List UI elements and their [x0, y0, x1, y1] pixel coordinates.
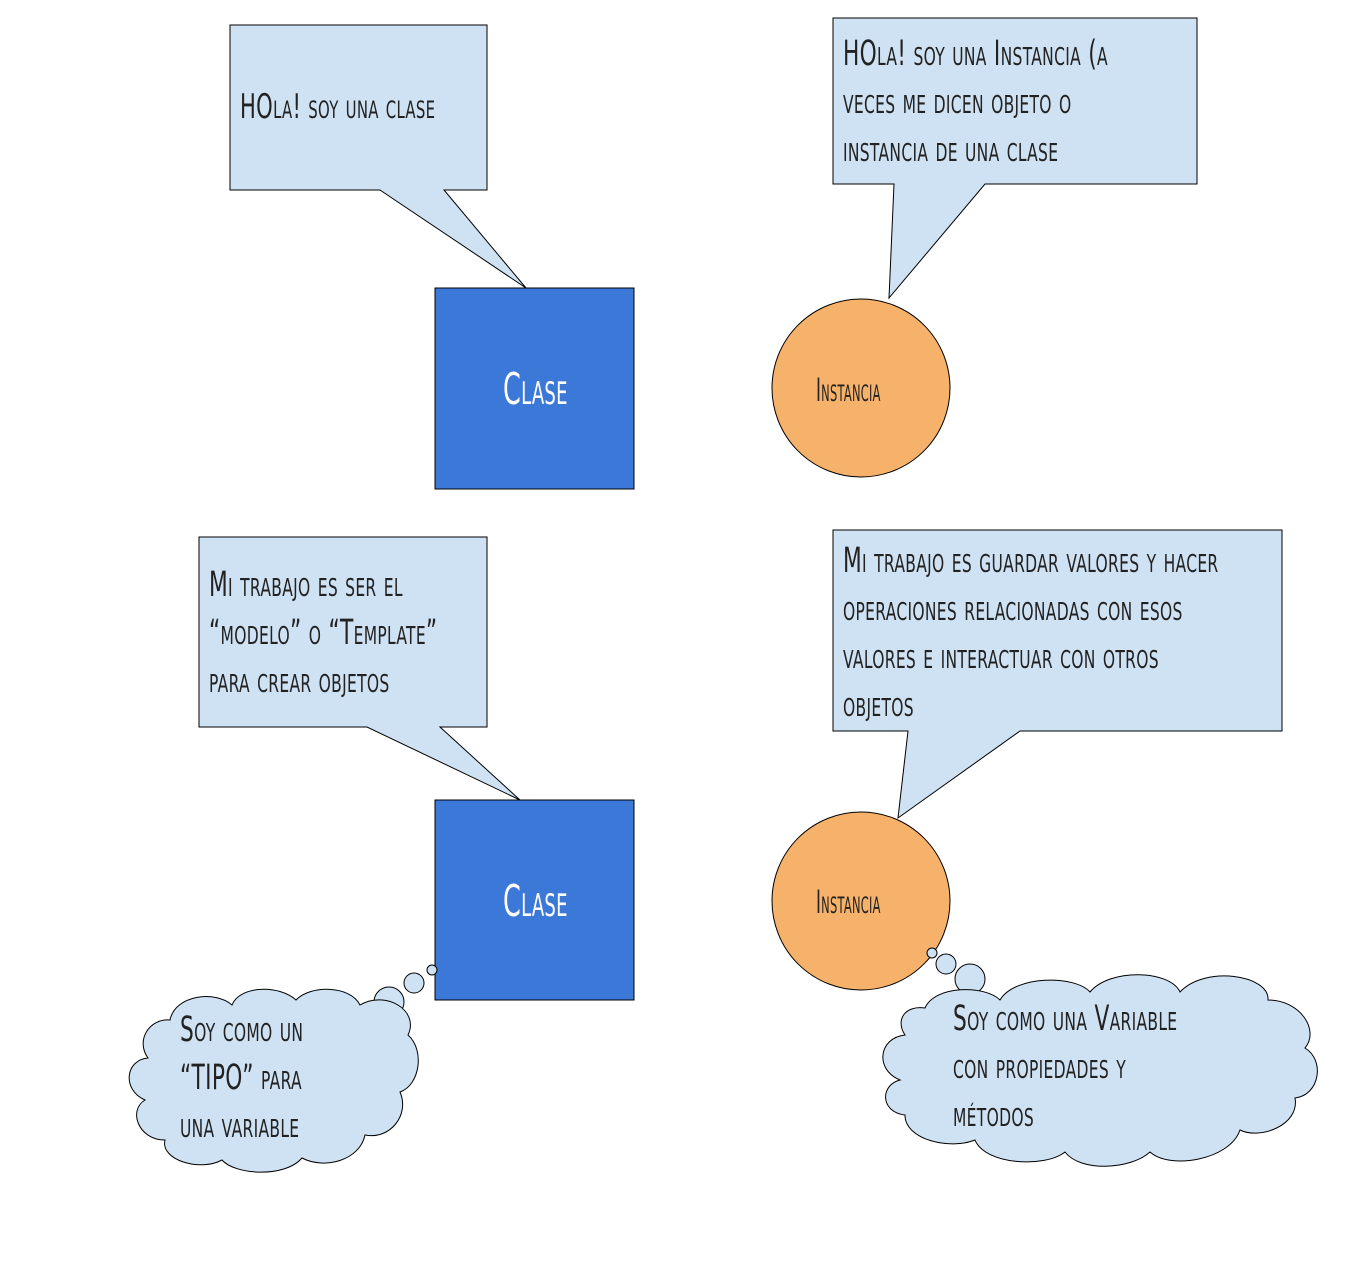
text-line: con propiedades y: [953, 1047, 1127, 1087]
instance-thought-text: Soy como una Variable con propiedades y …: [953, 995, 1177, 1139]
instance-speech-text-bottom: Mi trabajo es guardar valores y hacer op…: [843, 537, 1219, 729]
instance-circle-bottom: [771, 811, 951, 991]
class-speech-bubble-top: [229, 24, 527, 289]
text-line: veces me dicen objeto o: [843, 82, 1072, 122]
text-line: Mi trabajo es guardar valores y hacer: [843, 541, 1219, 581]
thought-bubble-dot: [926, 947, 938, 959]
thought-bubble-dot: [935, 953, 957, 975]
class-label-bottom: Clase: [503, 876, 568, 927]
instance-label-top: Instancia: [816, 371, 881, 409]
instance-thought-cloud: [882, 947, 1318, 1167]
text-line: métodos: [953, 1095, 1034, 1135]
text-line: “TIPO” para: [180, 1058, 302, 1098]
text-line: instancia de una clase: [843, 130, 1059, 170]
class-thought-cloud: [128, 964, 438, 1173]
instance-speech-bubble-top: [832, 17, 1198, 300]
text-line: HOla! soy una Instancia (a: [843, 34, 1108, 74]
class-speech-text-bottom: Mi trabajo es ser el “modelo” o “Templat…: [209, 561, 437, 705]
thought-bubble-dot: [403, 972, 425, 994]
class-speech-text-top: HOla! soy una clase: [240, 83, 435, 131]
text-line: valores e interactuar con otros: [843, 637, 1159, 677]
class-box-top: [434, 287, 635, 490]
text-line: para crear objetos: [209, 661, 390, 701]
text-line: Soy como una Variable: [953, 999, 1178, 1039]
class-label-top: Clase: [503, 364, 568, 415]
instance-circle-top: [771, 298, 951, 478]
text-line: “modelo” o “Template”: [209, 613, 438, 653]
instance-speech-text-top: HOla! soy una Instancia (a veces me dice…: [843, 30, 1108, 174]
text-line: una variable: [180, 1106, 300, 1146]
text-line: HOla! soy una clase: [240, 87, 436, 127]
cloud-shape: [882, 974, 1318, 1167]
cloud-shape: [128, 988, 419, 1173]
text-line: objetos: [843, 685, 914, 725]
instance-label-bottom: Instancia: [816, 883, 881, 921]
class-box-bottom: [434, 799, 635, 1001]
class-speech-bubble-bottom: [198, 536, 521, 801]
text-line: Mi trabajo es ser el: [209, 565, 403, 605]
class-thought-text: Soy como un “TIPO” para una variable: [180, 1006, 303, 1150]
instance-speech-bubble-bottom: [832, 529, 1283, 820]
thought-bubble-dot: [426, 964, 438, 976]
text-line: operaciones relacionadas con esos: [843, 589, 1183, 629]
text-line: Soy como un: [180, 1010, 304, 1050]
